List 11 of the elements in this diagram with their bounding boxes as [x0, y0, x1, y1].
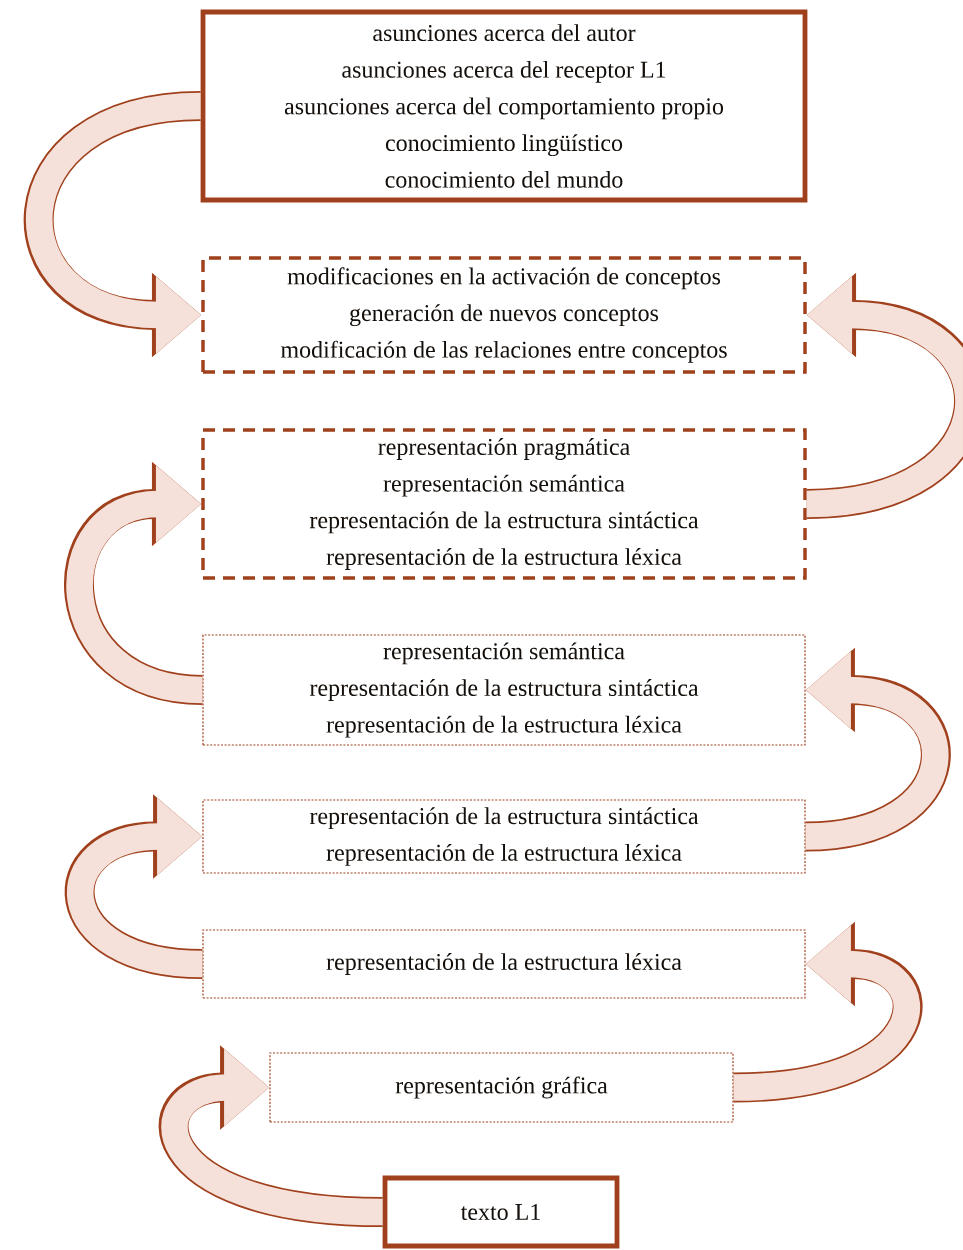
curved-arrow — [159, 1045, 384, 1227]
process-box: asunciones acerca del autor asunciones acerca del receptor L1 asunciones acerca del comportamiento propio conocimiento lingüístico conocimiento del mundo — [200, 9, 808, 203]
process-box: representación de la estructura sintáctica representación de la estructura léxica — [202, 799, 806, 874]
process-box: representación pragmática representación semántica representación de la estructura sintáctica representación de la estructura léxica — [201, 428, 807, 580]
process-box: texto L1 — [382, 1175, 620, 1249]
process-box: modificaciones en la activación de conceptos generación de nuevos conceptos modificación de las relaciones entre conceptos — [201, 256, 807, 374]
process-box: representación gráfica — [269, 1052, 734, 1123]
process-box: representación de la estructura léxica — [202, 929, 806, 999]
curved-arrow — [65, 794, 204, 979]
curved-arrow — [64, 461, 204, 705]
process-box: representación semántica representación de la estructura sintáctica representación de la estructura léxica — [202, 634, 806, 746]
